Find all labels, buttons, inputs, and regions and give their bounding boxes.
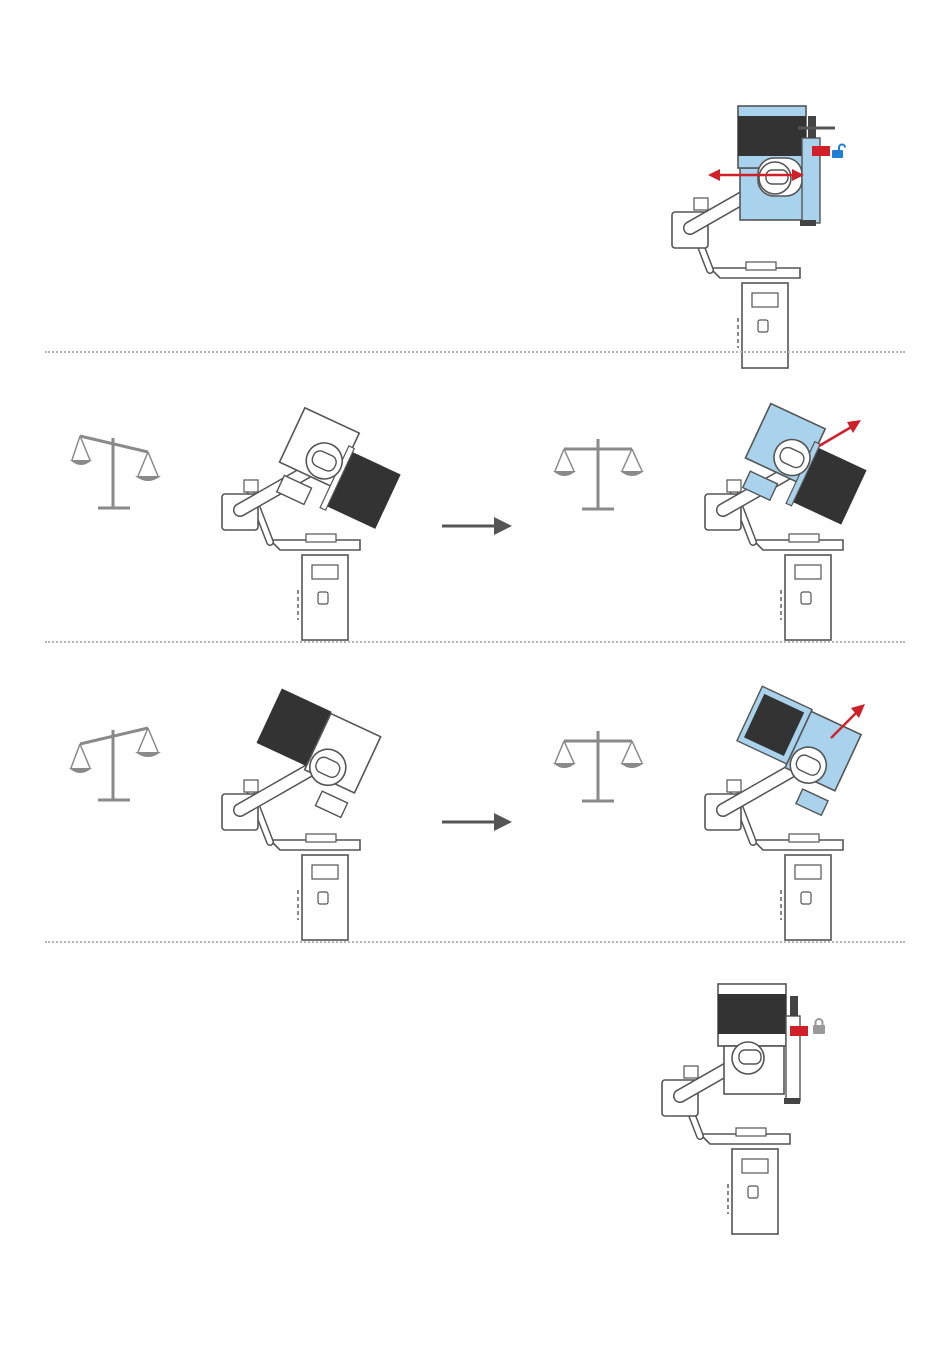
step-2-after-figure (695, 400, 885, 638)
arrow-right-icon (442, 515, 514, 537)
gimbal-icon (640, 976, 840, 1221)
gimbal-icon (650, 98, 850, 343)
balance-scale-icon (552, 435, 644, 515)
balance-scale-icon (68, 430, 163, 515)
gimbal-icon (695, 400, 885, 638)
step-1-figure (650, 98, 850, 343)
balance-scale-icon (68, 722, 163, 807)
step-3-before-figure (210, 700, 400, 938)
unlock-icon (830, 143, 846, 159)
gimbal-icon (695, 690, 885, 938)
section-divider (45, 641, 905, 643)
gimbal-icon (210, 700, 400, 938)
step-4-figure (640, 976, 840, 1221)
section-divider (45, 941, 905, 943)
balance-scale-icon (552, 727, 644, 807)
arrow-right-icon (442, 811, 514, 833)
step-2-before-figure (210, 400, 400, 638)
lock-icon (812, 1018, 826, 1034)
gimbal-icon (210, 400, 400, 638)
step-3-after-figure (695, 690, 885, 938)
section-divider (45, 351, 905, 353)
